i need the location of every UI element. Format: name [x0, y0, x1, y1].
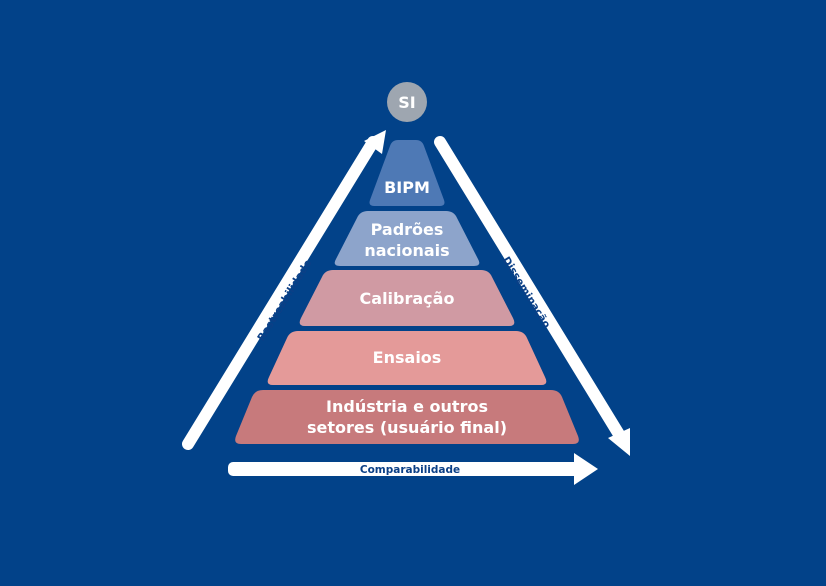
comparabilidade-arrow: Comparabilidade	[228, 453, 598, 485]
pyramid-level-padroes-label-2: nacionais	[364, 241, 449, 260]
pyramid-level-bipm: BIPM	[369, 140, 445, 206]
si-label: SI	[398, 93, 415, 112]
pyramid-level-bipm-label: BIPM	[384, 178, 430, 197]
pyramid-level-calibracao-label: Calibração	[360, 289, 455, 308]
si-node: SI	[387, 82, 427, 122]
pyramid-level-industria-label-1: Indústria e outros	[326, 397, 488, 416]
rastreabilidade-label: Rastreabilidade	[255, 258, 314, 344]
comparabilidade-label: Comparabilidade	[360, 464, 460, 476]
pyramid-level-padroes-label-1: Padrões	[371, 220, 444, 239]
pyramid-level-padroes-nacionais: Padrões nacionais	[334, 211, 480, 266]
pyramid-level-ensaios-label: Ensaios	[373, 348, 442, 367]
pyramid-level-industria-label-2: setores (usuário final)	[307, 418, 507, 437]
pyramid-level-ensaios: Ensaios	[267, 331, 547, 385]
pyramid-level-calibracao: Calibração	[299, 270, 515, 326]
pyramid-level-industria: Indústria e outros setores (usuário fina…	[235, 390, 579, 444]
